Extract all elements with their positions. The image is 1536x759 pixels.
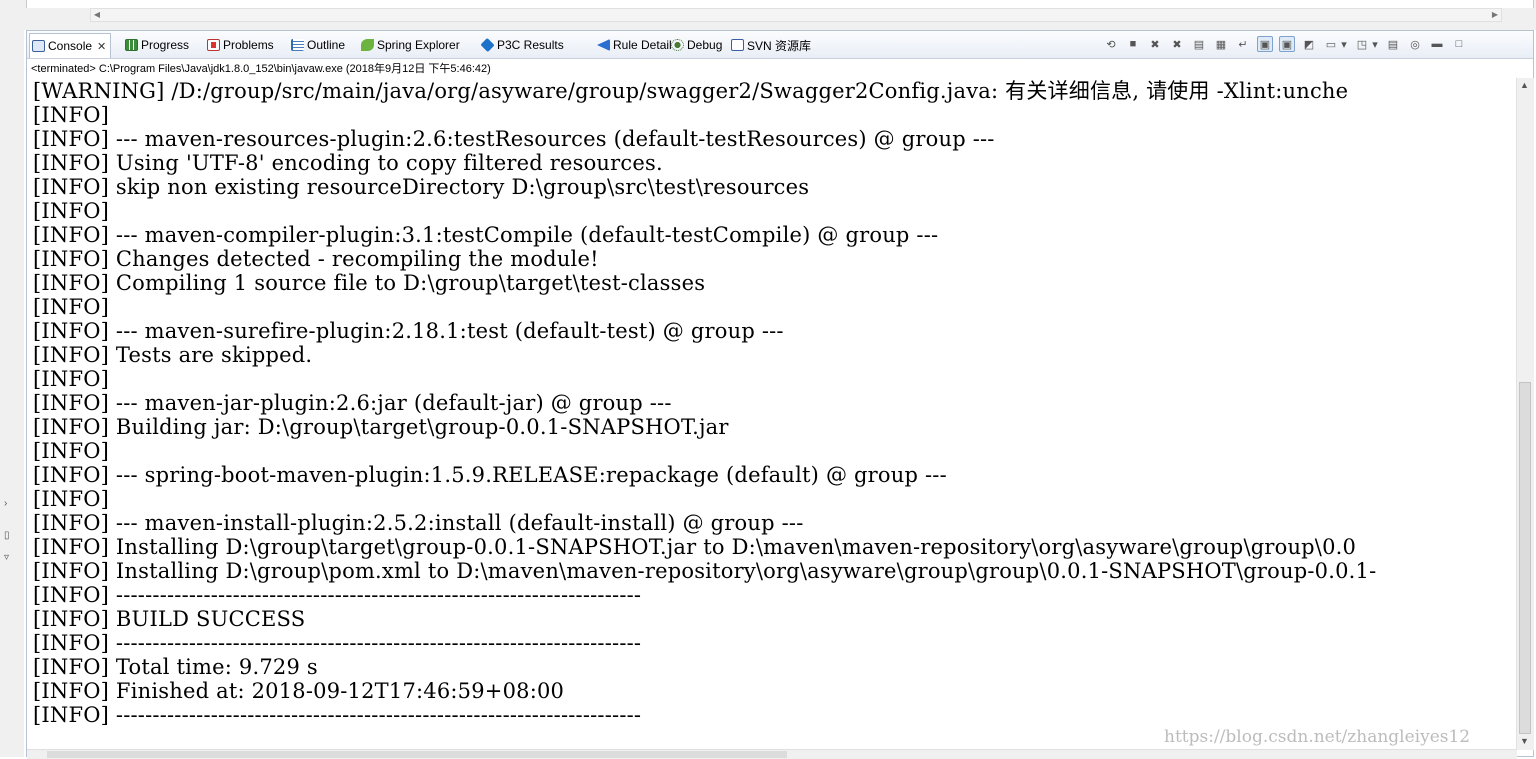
tab-problems[interactable]: Problems [207, 35, 274, 55]
tab-label: SVN 资源库 [747, 38, 812, 53]
tab-label: Progress [141, 38, 190, 52]
tab-label: Rule Detail [613, 38, 672, 52]
console-line: [INFO] Using 'UTF-8' encoding to copy fi… [33, 151, 663, 175]
console-line: [INFO] [33, 487, 110, 511]
close-tab-icon[interactable]: ✕ [97, 40, 107, 53]
spring-icon [361, 39, 374, 51]
console-line: [INFO] [33, 199, 110, 223]
scroll-left-icon[interactable]: ◀ [93, 10, 101, 19]
tab-label: Spring Explorer [377, 38, 460, 52]
problems-icon [207, 39, 220, 51]
view-menu-icon[interactable]: ▤ [1387, 38, 1399, 51]
tab-label: P3C Results [497, 38, 564, 52]
scroll-right-icon[interactable]: ▶ [1491, 10, 1499, 19]
console-line: [INFO] Installing D:\group\target\group-… [33, 535, 1357, 559]
maximize-icon[interactable]: □ [1455, 38, 1463, 50]
show-stderr-icon[interactable]: ▣ [1279, 36, 1295, 52]
tab-p3c-results[interactable]: P3C Results [480, 35, 564, 55]
tab-console[interactable]: Console ✕ [29, 33, 112, 58]
console-line: [INFO] ---------------------------------… [33, 703, 642, 727]
editor-bottom-edge [26, 0, 1534, 8]
tab-spring-explorer[interactable]: Spring Explorer [361, 35, 460, 55]
open-console-icon[interactable]: ◳ [1356, 38, 1368, 51]
console-line: [INFO] [33, 367, 110, 391]
remove-launch-icon[interactable]: ✖ [1150, 38, 1160, 51]
editor-area-remnant: ◀ ▶ [0, 0, 1536, 30]
console-line: [INFO] --- maven-compiler-plugin:3.1:tes… [33, 223, 939, 247]
left-edge-panel: › ▯ ▿ [0, 0, 24, 757]
tab-debug[interactable]: Debug [671, 35, 722, 55]
console-line: [INFO] BUILD SUCCESS [33, 607, 306, 631]
tab-label: Debug [687, 38, 723, 52]
console-line: [INFO] ---------------------------------… [33, 583, 642, 607]
p3c-inspect-icon[interactable]: ◎ [1410, 38, 1420, 51]
scroll-up-icon[interactable]: ▲ [1520, 80, 1529, 90]
p3c-icon [480, 37, 495, 53]
console-line: [INFO] --- maven-jar-plugin:2.6:jar (def… [33, 391, 672, 415]
tab-svn[interactable]: SVN 资源库 [731, 35, 811, 55]
terminate-icon[interactable]: ■ [1129, 38, 1137, 50]
display-console-dropdown-icon[interactable]: ▾ [1341, 38, 1347, 51]
console-line: [INFO] skip non existing resourceDirecto… [33, 175, 810, 199]
console-line: [INFO] [33, 103, 110, 127]
tab-label: Console [48, 39, 93, 53]
remove-all-terminated-icon[interactable]: ✖ [1172, 38, 1182, 51]
console-line: [INFO] Compiling 1 source file to D:\gro… [33, 271, 706, 295]
tab-rule-detail[interactable]: Rule Detail [597, 35, 672, 55]
console-line: [INFO] --- maven-resources-plugin:2.6:te… [33, 127, 995, 151]
rule-icon [597, 39, 610, 51]
tab-progress[interactable]: Progress [125, 35, 189, 55]
horizontal-scroll-thumb[interactable] [47, 751, 787, 758]
console-line: [INFO] --- maven-install-plugin:2.5.2:in… [33, 511, 804, 535]
display-console-icon[interactable]: ▭ [1325, 38, 1337, 51]
debug-icon [671, 39, 684, 51]
console-line: [INFO] Changes detected - recompiling th… [33, 247, 599, 271]
tab-outline[interactable]: Outline [291, 35, 345, 55]
open-console-dropdown-icon[interactable]: ▾ [1372, 38, 1378, 51]
console-horizontal-scrollbar[interactable] [27, 749, 1517, 759]
vertical-scroll-thumb[interactable] [1519, 382, 1531, 734]
console-line: [INFO] ---------------------------------… [33, 631, 642, 655]
editor-horizontal-scrollbar[interactable]: ◀ ▶ [90, 8, 1502, 22]
console-view: Console ✕ Progress Problems Outline Spring Ex… [26, 30, 1534, 759]
console-vertical-scrollbar[interactable]: ▲ ▼ [1516, 78, 1534, 750]
collapse-arrow-icon[interactable]: › [4, 498, 8, 509]
console-icon [32, 40, 45, 52]
pin-console-icon[interactable]: ◩ [1303, 38, 1315, 51]
console-line: [INFO] --- spring-boot-maven-plugin:1.5.… [33, 463, 947, 487]
outline-icon [291, 39, 304, 51]
scroll-lock-icon[interactable]: ▦ [1215, 38, 1227, 51]
console-line: [INFO] Building jar: D:\group\target\gro… [33, 415, 729, 439]
clear-console-icon[interactable]: ▤ [1193, 38, 1205, 51]
terminate-relaunch-icon[interactable]: ⟲ [1106, 38, 1116, 51]
view-tab-bar: Console ✕ Progress Problems Outline Spring Ex… [27, 31, 1533, 59]
console-toolbar: ⟲ ■ ✖ ✖ ▤ ▦ ↵ ▣ ▣ ◩ ▭ ▾ ◳ ▾ ▤ ◎ ▬ □ [1103, 36, 1473, 54]
minimize-icon[interactable]: ▬ [1431, 38, 1443, 50]
word-wrap-icon[interactable]: ↵ [1238, 38, 1248, 51]
console-output[interactable]: [WARNING] /D:/group/src/main/java/org/as… [33, 79, 1517, 749]
tab-label: Outline [307, 38, 346, 52]
console-line: [INFO] Total time: 9.729 s [33, 655, 318, 679]
console-line: [INFO] Installing D:\group\pom.xml to D:… [33, 559, 1377, 583]
expand-arrow-icon[interactable]: ▿ [4, 552, 10, 563]
process-status: <terminated> C:\Program Files\Java\jdk1.… [31, 63, 491, 75]
watermark: https://blog.csdn.net/zhangleiyes12 [1164, 727, 1471, 747]
scroll-down-icon[interactable]: ▼ [1520, 736, 1529, 746]
progress-icon [125, 39, 138, 51]
show-stdout-icon[interactable]: ▣ [1257, 36, 1273, 52]
console-line: [INFO] Tests are skipped. [33, 343, 313, 367]
panel-marker-icon: ▯ [4, 530, 10, 541]
svn-icon [731, 39, 744, 51]
console-line: [INFO] Finished at: 2018-09-12T17:46:59+… [33, 679, 565, 703]
console-line: [INFO] [33, 295, 110, 319]
console-line: [INFO] --- maven-surefire-plugin:2.18.1:… [33, 319, 784, 343]
console-line: [INFO] [33, 439, 110, 463]
console-line: [WARNING] /D:/group/src/main/java/org/as… [33, 79, 1349, 103]
tab-label: Problems [223, 38, 274, 52]
